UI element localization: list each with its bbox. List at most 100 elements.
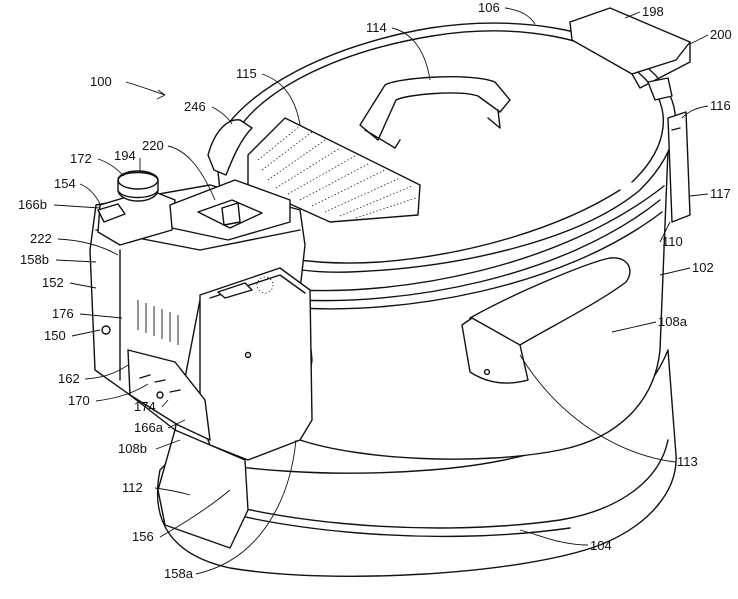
label-114: 114	[366, 20, 387, 35]
leader-112	[154, 487, 191, 496]
leader-lines	[53, 7, 709, 575]
lower-control-panel	[127, 349, 211, 441]
label-170: 170	[68, 393, 90, 408]
leader-220	[167, 145, 216, 201]
leader-222	[57, 238, 119, 256]
hinge-side	[631, 41, 691, 89]
label-246: 246	[184, 99, 206, 114]
support-leg	[157, 429, 249, 549]
label-113: 113	[677, 454, 698, 469]
side-handle-grip	[461, 317, 529, 384]
label-116: 116	[710, 98, 731, 113]
base-rim	[175, 439, 669, 529]
leader-108a	[611, 321, 657, 333]
leader-176	[79, 313, 123, 319]
panel-buttons	[139, 374, 181, 393]
leader-117	[689, 193, 709, 197]
label-220: 220	[142, 138, 164, 153]
lid-handle	[359, 76, 511, 141]
label-117: 117	[710, 186, 731, 201]
knob-top	[117, 170, 159, 190]
leader-102	[659, 267, 691, 276]
leader-246	[211, 106, 233, 125]
front-panel	[199, 267, 313, 461]
leader-152	[69, 282, 97, 289]
leader-100	[125, 81, 166, 96]
leader-170	[95, 383, 149, 402]
panel-vent	[256, 276, 274, 294]
leader-113	[519, 354, 676, 463]
label-158b: 158b	[20, 252, 49, 267]
leader-174	[161, 399, 169, 408]
label-108a: 108a	[658, 314, 688, 329]
pot-rim-band	[299, 199, 661, 302]
label-106: 106	[478, 0, 500, 15]
label-150: 150	[44, 328, 66, 343]
pot-rim-band-2	[299, 211, 663, 310]
hinge-top	[569, 7, 691, 75]
leader-150	[71, 329, 101, 337]
leader-110	[659, 221, 671, 243]
leader-106	[504, 7, 536, 25]
lid-handle-foot-2	[487, 109, 501, 129]
panel-indicator	[156, 391, 164, 399]
leader-198	[624, 11, 641, 19]
pot-rim-top	[299, 185, 665, 292]
reference-labels: 100 102 104 106 108a 108b 110 112 113 11…	[18, 0, 732, 581]
chute-lever	[221, 202, 241, 226]
leader-166a	[167, 419, 186, 429]
window-mesh	[257, 125, 417, 219]
leader-166b	[53, 204, 101, 209]
label-200: 200	[710, 27, 732, 42]
leader-114	[391, 27, 431, 81]
leader-156	[159, 489, 231, 538]
appliance-outline	[89, 7, 691, 577]
housing-vents	[137, 300, 179, 345]
rear-clip	[667, 111, 691, 223]
label-176: 176	[52, 306, 74, 321]
leader-115	[261, 73, 301, 126]
leader-154	[79, 183, 101, 205]
label-115: 115	[236, 66, 257, 81]
label-156: 156	[132, 529, 154, 544]
base	[156, 349, 677, 577]
label-222: 222	[30, 231, 52, 246]
label-174: 174	[134, 399, 156, 414]
label-194: 194	[114, 148, 136, 163]
label-104: 104	[590, 538, 612, 553]
label-158a: 158a	[164, 566, 194, 581]
lid-inner-edge	[231, 30, 664, 183]
housing-screw	[101, 325, 111, 335]
label-172: 172	[70, 151, 92, 166]
label-166b: 166b	[18, 197, 47, 212]
panel-screw	[244, 351, 252, 359]
steam-arm	[207, 119, 253, 176]
leader-158b	[55, 259, 97, 263]
label-162: 162	[58, 371, 80, 386]
rear-clip-detail	[671, 127, 681, 131]
arrow-100	[156, 89, 166, 100]
leader-200	[689, 34, 709, 45]
side-handle-screw	[483, 368, 491, 376]
label-198: 198	[642, 4, 664, 19]
label-112: 112	[122, 480, 143, 495]
side-switch	[97, 203, 126, 223]
leader-172	[97, 158, 125, 177]
lid-handle-foot	[364, 129, 401, 149]
leader-104	[519, 529, 589, 546]
label-110: 110	[662, 234, 683, 249]
leader-158a	[195, 439, 297, 575]
panel-slot	[217, 282, 253, 299]
label-108b: 108b	[118, 441, 147, 456]
leader-162	[84, 364, 129, 380]
label-152: 152	[42, 275, 64, 290]
label-100: 100	[90, 74, 112, 89]
knob	[117, 171, 159, 199]
label-166a: 166a	[134, 420, 164, 435]
hinge-tab	[647, 77, 673, 101]
label-102: 102	[692, 260, 714, 275]
leader-116	[681, 105, 709, 119]
label-154: 154	[54, 176, 76, 191]
leader-108b	[155, 439, 181, 450]
